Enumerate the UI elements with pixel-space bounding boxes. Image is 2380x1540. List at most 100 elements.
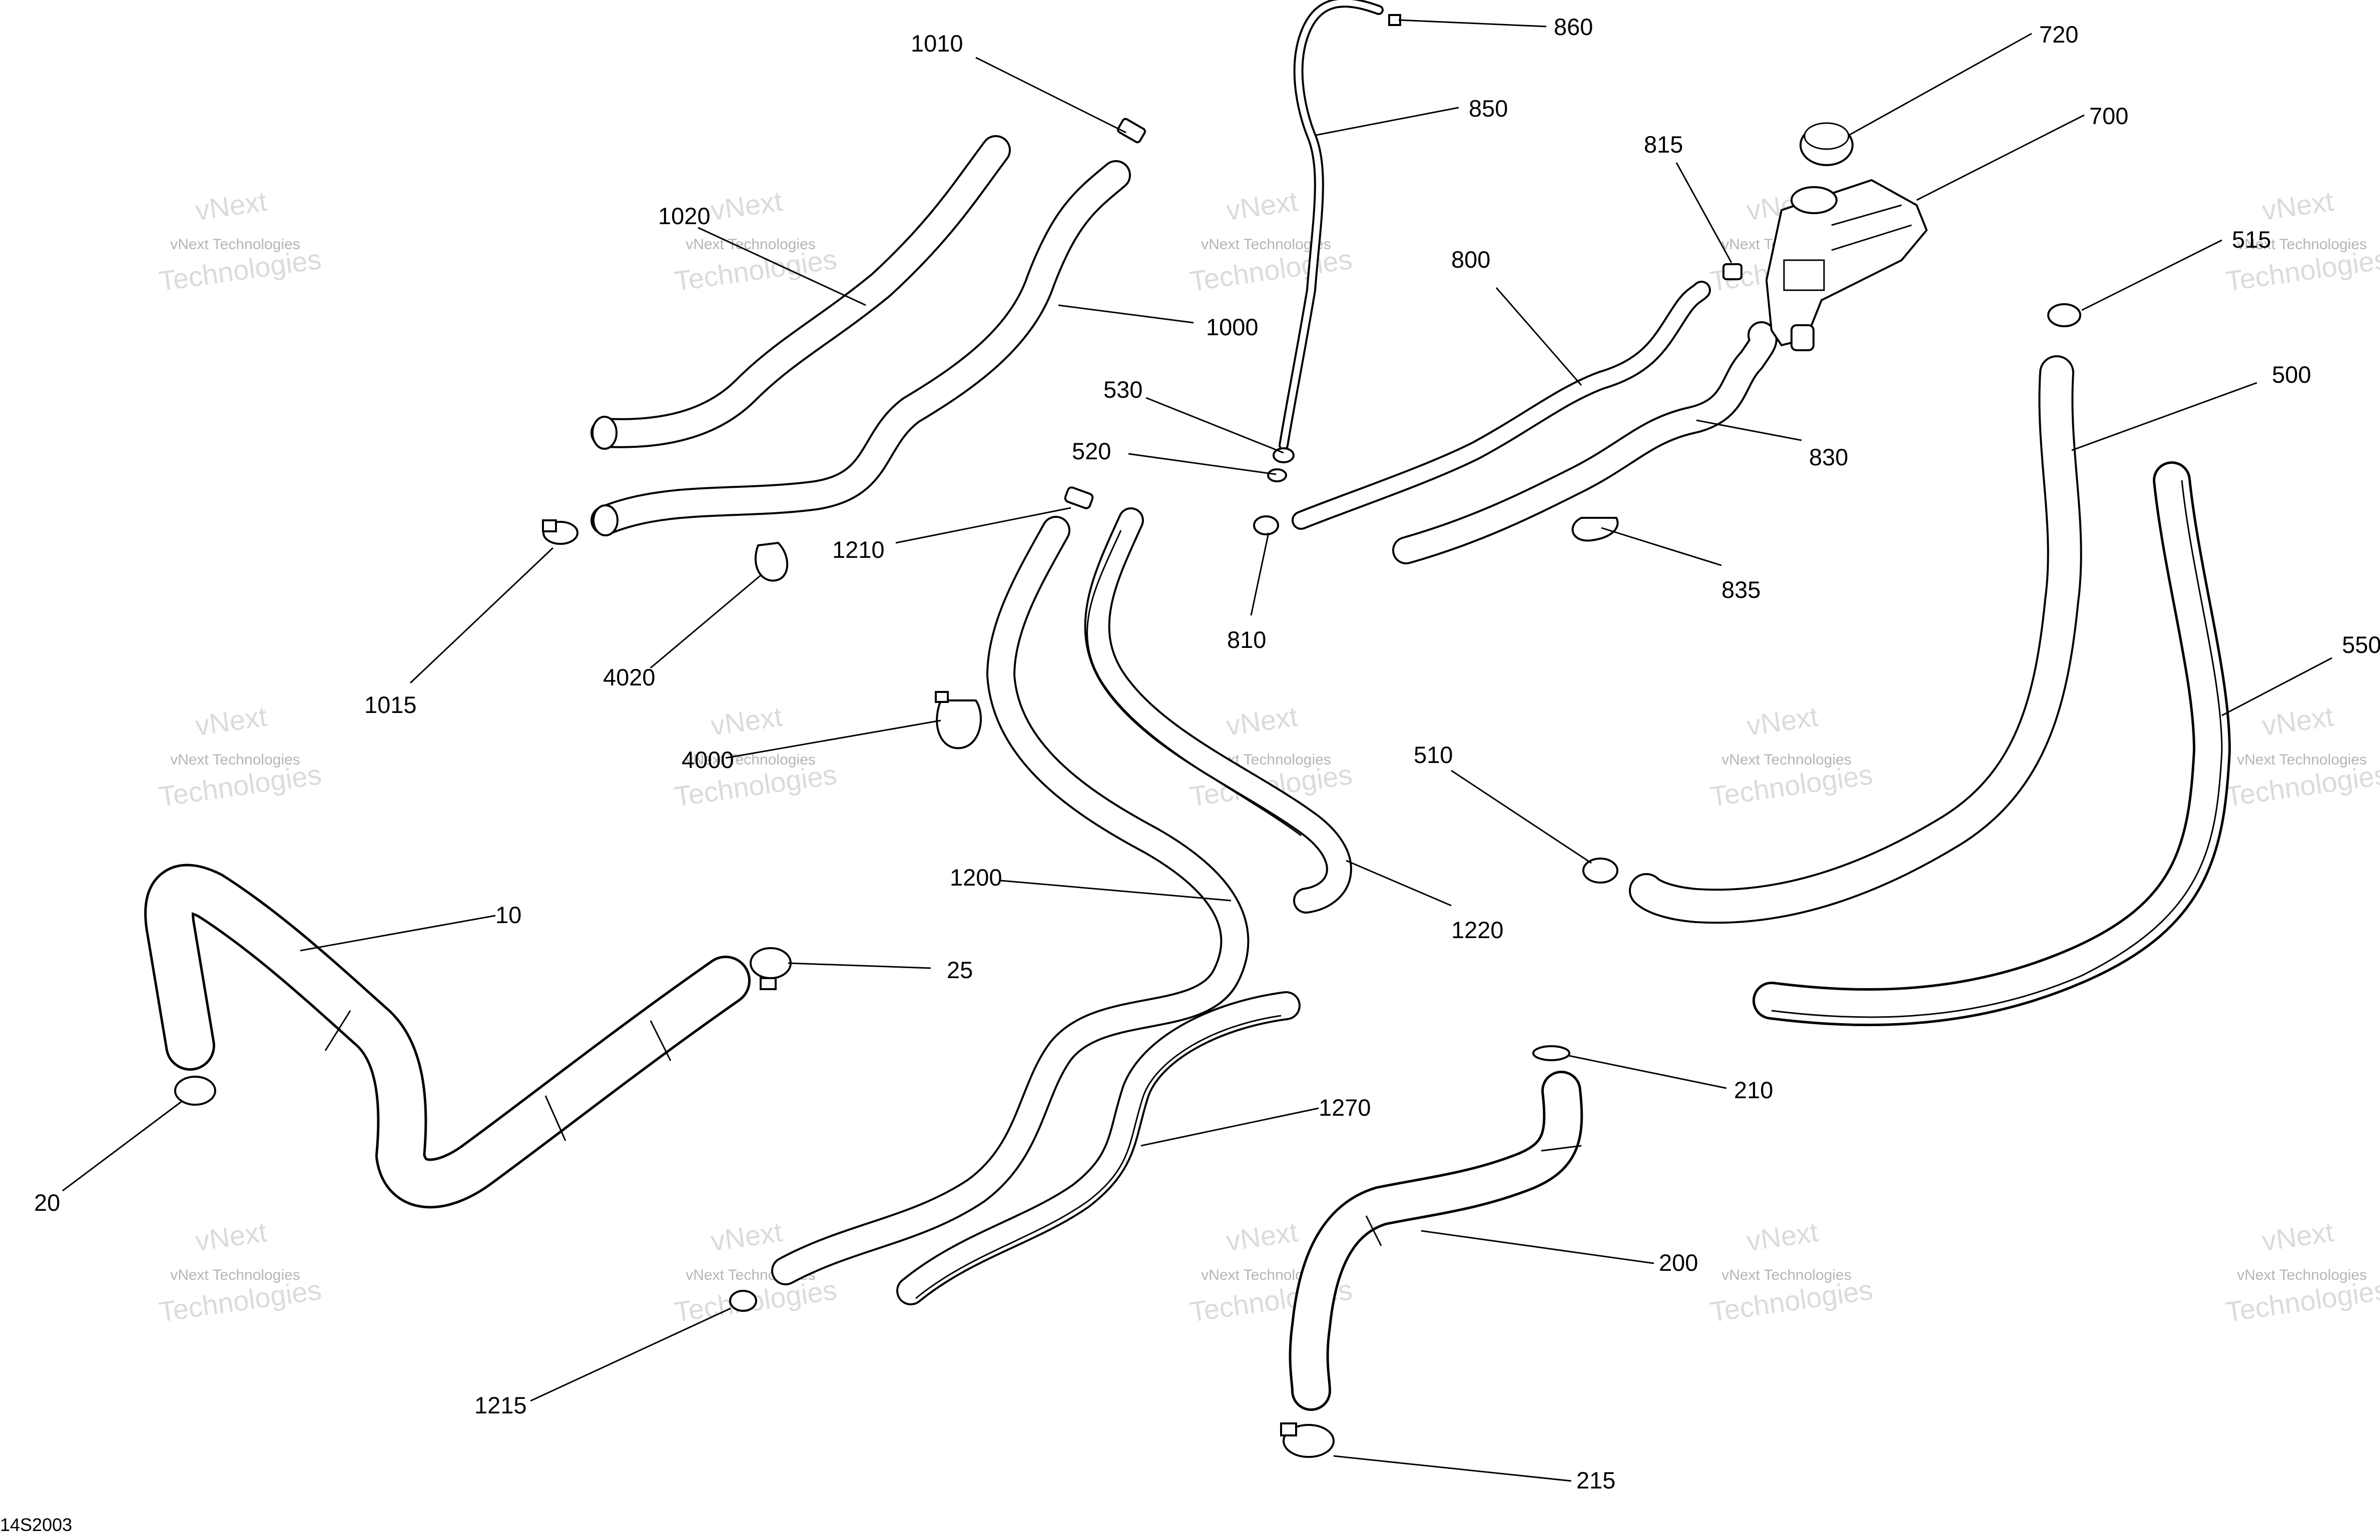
clamp-515[interactable] bbox=[2047, 303, 2081, 327]
clamp-20[interactable] bbox=[174, 1076, 216, 1106]
hose-550[interactable] bbox=[1752, 461, 2231, 1027]
watermark-tile: vNext Technologies vNext Technologies bbox=[157, 700, 323, 813]
leader-line bbox=[62, 1100, 183, 1192]
callout-1220: 1220 bbox=[1451, 917, 1504, 943]
clamp-810[interactable] bbox=[1253, 515, 1279, 535]
clamp-815[interactable] bbox=[1722, 263, 1742, 280]
leader-line bbox=[1140, 1107, 1319, 1147]
watermark-text: vNext Technologies bbox=[2237, 236, 2367, 253]
clamp-4020[interactable] bbox=[755, 541, 789, 582]
callout-215: 215 bbox=[1576, 1467, 1615, 1493]
watermark-text: vNext Technologies bbox=[686, 236, 816, 253]
callout-4000: 4000 bbox=[682, 746, 734, 773]
callout-830: 830 bbox=[1809, 444, 1848, 470]
coolant-tank-700[interactable] bbox=[1765, 179, 1928, 351]
callout-25: 25 bbox=[947, 957, 973, 983]
callout-200: 200 bbox=[1659, 1249, 1698, 1276]
hose-1000[interactable] bbox=[590, 160, 1131, 536]
callout-800: 800 bbox=[1451, 246, 1490, 273]
clamp-4000[interactable] bbox=[935, 691, 982, 749]
watermark-text: vNext bbox=[1224, 185, 1300, 226]
callout-1270: 1270 bbox=[1319, 1094, 1371, 1121]
callout-1200: 1200 bbox=[950, 864, 1002, 891]
leader-line bbox=[1495, 287, 1582, 386]
leader-line bbox=[409, 547, 554, 684]
hose-1270[interactable] bbox=[896, 991, 1301, 1305]
leader-line bbox=[1601, 527, 1722, 566]
callout-810: 810 bbox=[1227, 626, 1266, 653]
watermark-text: vNext bbox=[709, 185, 784, 226]
callout-1215: 1215 bbox=[474, 1392, 527, 1418]
leader-line bbox=[1128, 453, 1277, 475]
callout-1020: 1020 bbox=[658, 203, 711, 229]
watermark-text: vNext Technologies bbox=[2237, 751, 2367, 768]
hose-clip-1010[interactable] bbox=[1117, 118, 1146, 144]
leader-line bbox=[2081, 239, 2222, 311]
watermark-text: vNext bbox=[1744, 700, 1820, 741]
watermark-text: vNext Technologies bbox=[170, 1267, 300, 1283]
hose-1220[interactable] bbox=[1084, 507, 1352, 914]
leader-line bbox=[650, 574, 761, 669]
leader-line bbox=[1849, 33, 2032, 136]
clamp-25[interactable] bbox=[750, 947, 792, 990]
leader-line bbox=[788, 962, 931, 969]
leader-line bbox=[1421, 1230, 1654, 1264]
callout-1000: 1000 bbox=[1206, 314, 1259, 340]
vent-hose-850[interactable] bbox=[1279, 0, 1384, 450]
leader-line bbox=[2221, 657, 2332, 716]
callout-530: 530 bbox=[1103, 376, 1142, 403]
leader-line bbox=[1568, 1055, 1727, 1089]
hose-clip-1210[interactable] bbox=[1064, 486, 1094, 509]
watermark-text: vNext bbox=[2260, 1216, 2335, 1257]
callout-510: 510 bbox=[1414, 741, 1453, 768]
clamp-520[interactable] bbox=[1267, 468, 1287, 482]
watermark-tile: vNext Technologies vNext Technologies bbox=[2224, 700, 2380, 813]
hose-830[interactable] bbox=[1392, 321, 1777, 564]
callout-815: 815 bbox=[1644, 131, 1683, 158]
callout-10: 10 bbox=[495, 902, 521, 928]
hose-500[interactable] bbox=[1629, 355, 2082, 924]
leader-line bbox=[1250, 532, 1270, 616]
callout-210: 210 bbox=[1734, 1077, 1773, 1103]
watermark-text: vNext Technologies bbox=[1721, 1267, 1852, 1283]
leader-line bbox=[895, 507, 1071, 544]
hose-800[interactable] bbox=[1292, 281, 1711, 530]
clamp-215[interactable] bbox=[1280, 1422, 1335, 1458]
watermark-text: vNext bbox=[193, 185, 269, 226]
clamp-510[interactable] bbox=[1582, 858, 1618, 884]
leader-line bbox=[725, 719, 941, 759]
watermark-tile: vNext Technologies vNext Technologies bbox=[157, 1216, 323, 1328]
watermark-tile: vNext Technologies vNext Technologies bbox=[157, 185, 323, 297]
watermark-text: vNext bbox=[193, 1216, 269, 1257]
watermark-text: vNext bbox=[1744, 1216, 1820, 1257]
callout-1010: 1010 bbox=[911, 30, 963, 57]
watermark-tile: vNext Technologies vNext Technologies bbox=[1188, 185, 1354, 297]
clamp-1015[interactable] bbox=[542, 519, 578, 545]
leader-line bbox=[1346, 860, 1452, 907]
hose-1200[interactable] bbox=[771, 516, 1250, 1285]
callout-20: 20 bbox=[34, 1189, 60, 1216]
watermark-text: vNext Technologies bbox=[2237, 1267, 2367, 1283]
cap-720[interactable] bbox=[1800, 122, 1854, 166]
leader-line bbox=[1058, 304, 1194, 324]
leader-line bbox=[1451, 769, 1592, 864]
parts-layer bbox=[144, 0, 2231, 1458]
hose-200[interactable] bbox=[1289, 1071, 1583, 1411]
leader-line bbox=[1000, 880, 1232, 902]
clip-860[interactable] bbox=[1388, 14, 1401, 26]
clamp-835[interactable] bbox=[1571, 517, 1619, 542]
clamp-210[interactable] bbox=[1532, 1045, 1570, 1061]
watermark-tile: vNext Technologies vNext Technologies bbox=[1708, 1216, 1875, 1328]
watermark-text: vNext Technologies bbox=[170, 751, 300, 768]
clamp-1215[interactable] bbox=[729, 1290, 757, 1312]
leader-line bbox=[698, 227, 866, 306]
hose-1020[interactable] bbox=[590, 135, 1011, 450]
clamp-530[interactable] bbox=[1273, 447, 1295, 463]
leader-line bbox=[530, 1307, 731, 1402]
watermark-text: vNext bbox=[2260, 185, 2335, 226]
leader-line bbox=[975, 57, 1126, 134]
callout-1015: 1015 bbox=[364, 691, 417, 718]
pipe-10[interactable] bbox=[144, 864, 751, 1209]
watermark-text: vNext bbox=[193, 700, 269, 741]
